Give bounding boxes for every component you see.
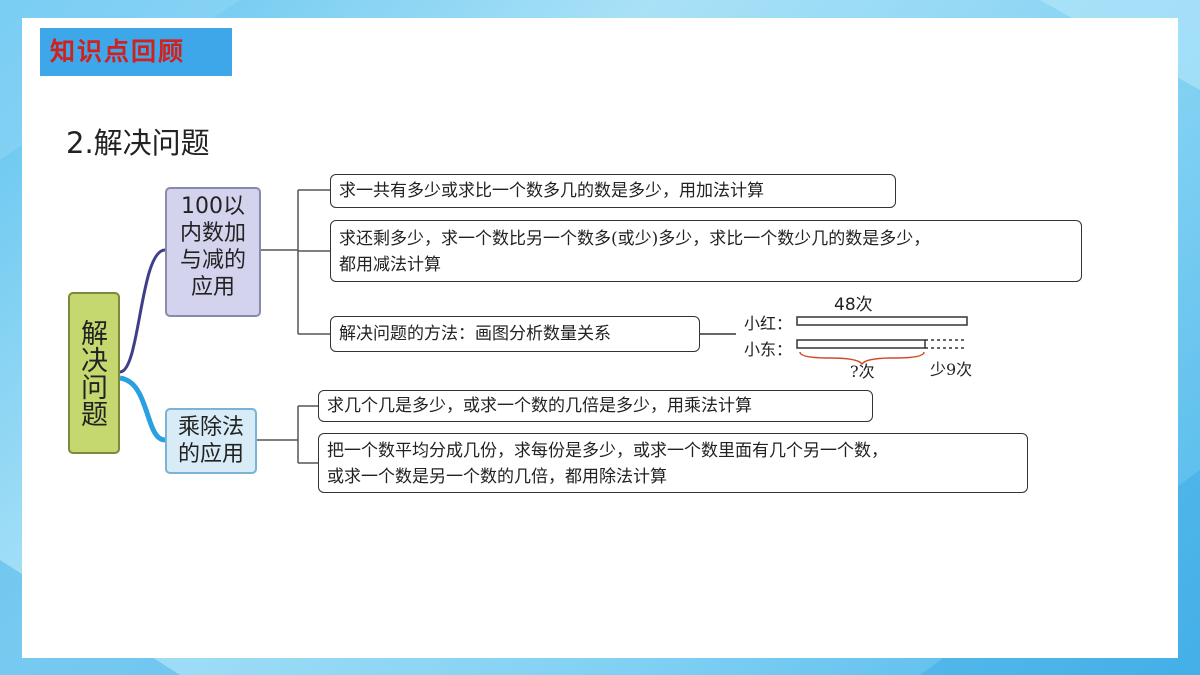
branch-add-sub-line-3: 与减的	[179, 248, 246, 273]
bar-xiaodong	[796, 339, 926, 349]
mindmap-root: 解决问题	[68, 292, 120, 454]
leaf-subtraction-line-2: 都用减法计算	[339, 255, 441, 275]
diagram-label-xiaohong: 小红：	[744, 314, 793, 333]
connector-root-branch2	[119, 375, 166, 443]
leaf-division-line-1: 把一个数平均分成几份，求每份是多少，或求一个数里面有几个另一个数，	[327, 441, 888, 461]
connector-branch1-leaves	[261, 189, 330, 335]
section-tag: 知识点回顾	[40, 28, 232, 76]
leaf-method: 解决问题的方法：画图分析数量关系	[330, 316, 700, 352]
leaf-division: 把一个数平均分成几份，求每份是多少，或求一个数里面有几个另一个数， 或求一个数是…	[318, 433, 1028, 493]
diagram-label-xiaodong: 小东：	[744, 340, 793, 359]
brace-question	[799, 351, 925, 366]
branch-add-sub-line-1: 100以	[181, 194, 245, 219]
leaf-addition: 求一共有多少或求比一个数多几的数是多少，用加法计算	[330, 174, 896, 208]
mindmap-branch-mul-div: 乘除法 的应用	[165, 408, 257, 474]
branch-mul-div-line-1: 乘除法	[177, 415, 244, 440]
leaf-subtraction-line-1: 求还剩多少，求一个数比另一个数多(或少)多少，求比一个数少几的数是多少，	[339, 229, 931, 249]
leaf-multiplication: 求几个几是多少，或求一个数的几倍是多少，用乘法计算	[318, 390, 873, 422]
branch-add-sub-line-2: 内数加	[179, 221, 246, 246]
connector-root-branch1	[119, 248, 166, 374]
diagram-label-total: 48次	[834, 295, 873, 315]
diagram-label-question: ?次	[850, 362, 875, 381]
diagram-label-difference: 少9次	[930, 360, 973, 379]
mindmap-branch-add-sub: 100以 内数加 与减的 应用	[165, 187, 261, 317]
branch-mul-div-line-2: 的应用	[177, 442, 244, 467]
leaf-subtraction: 求还剩多少，求一个数比另一个数多(或少)多少，求比一个数少几的数是多少， 都用减…	[330, 220, 1082, 282]
bar-xiaohong	[796, 316, 968, 326]
connector-branch2-leaves	[257, 405, 318, 464]
leaf-division-line-2: 或求一个数是另一个数的几倍，都用除法计算	[327, 467, 667, 487]
branch-add-sub-line-4: 应用	[190, 275, 235, 300]
page-title: 2.解决问题	[66, 126, 210, 160]
